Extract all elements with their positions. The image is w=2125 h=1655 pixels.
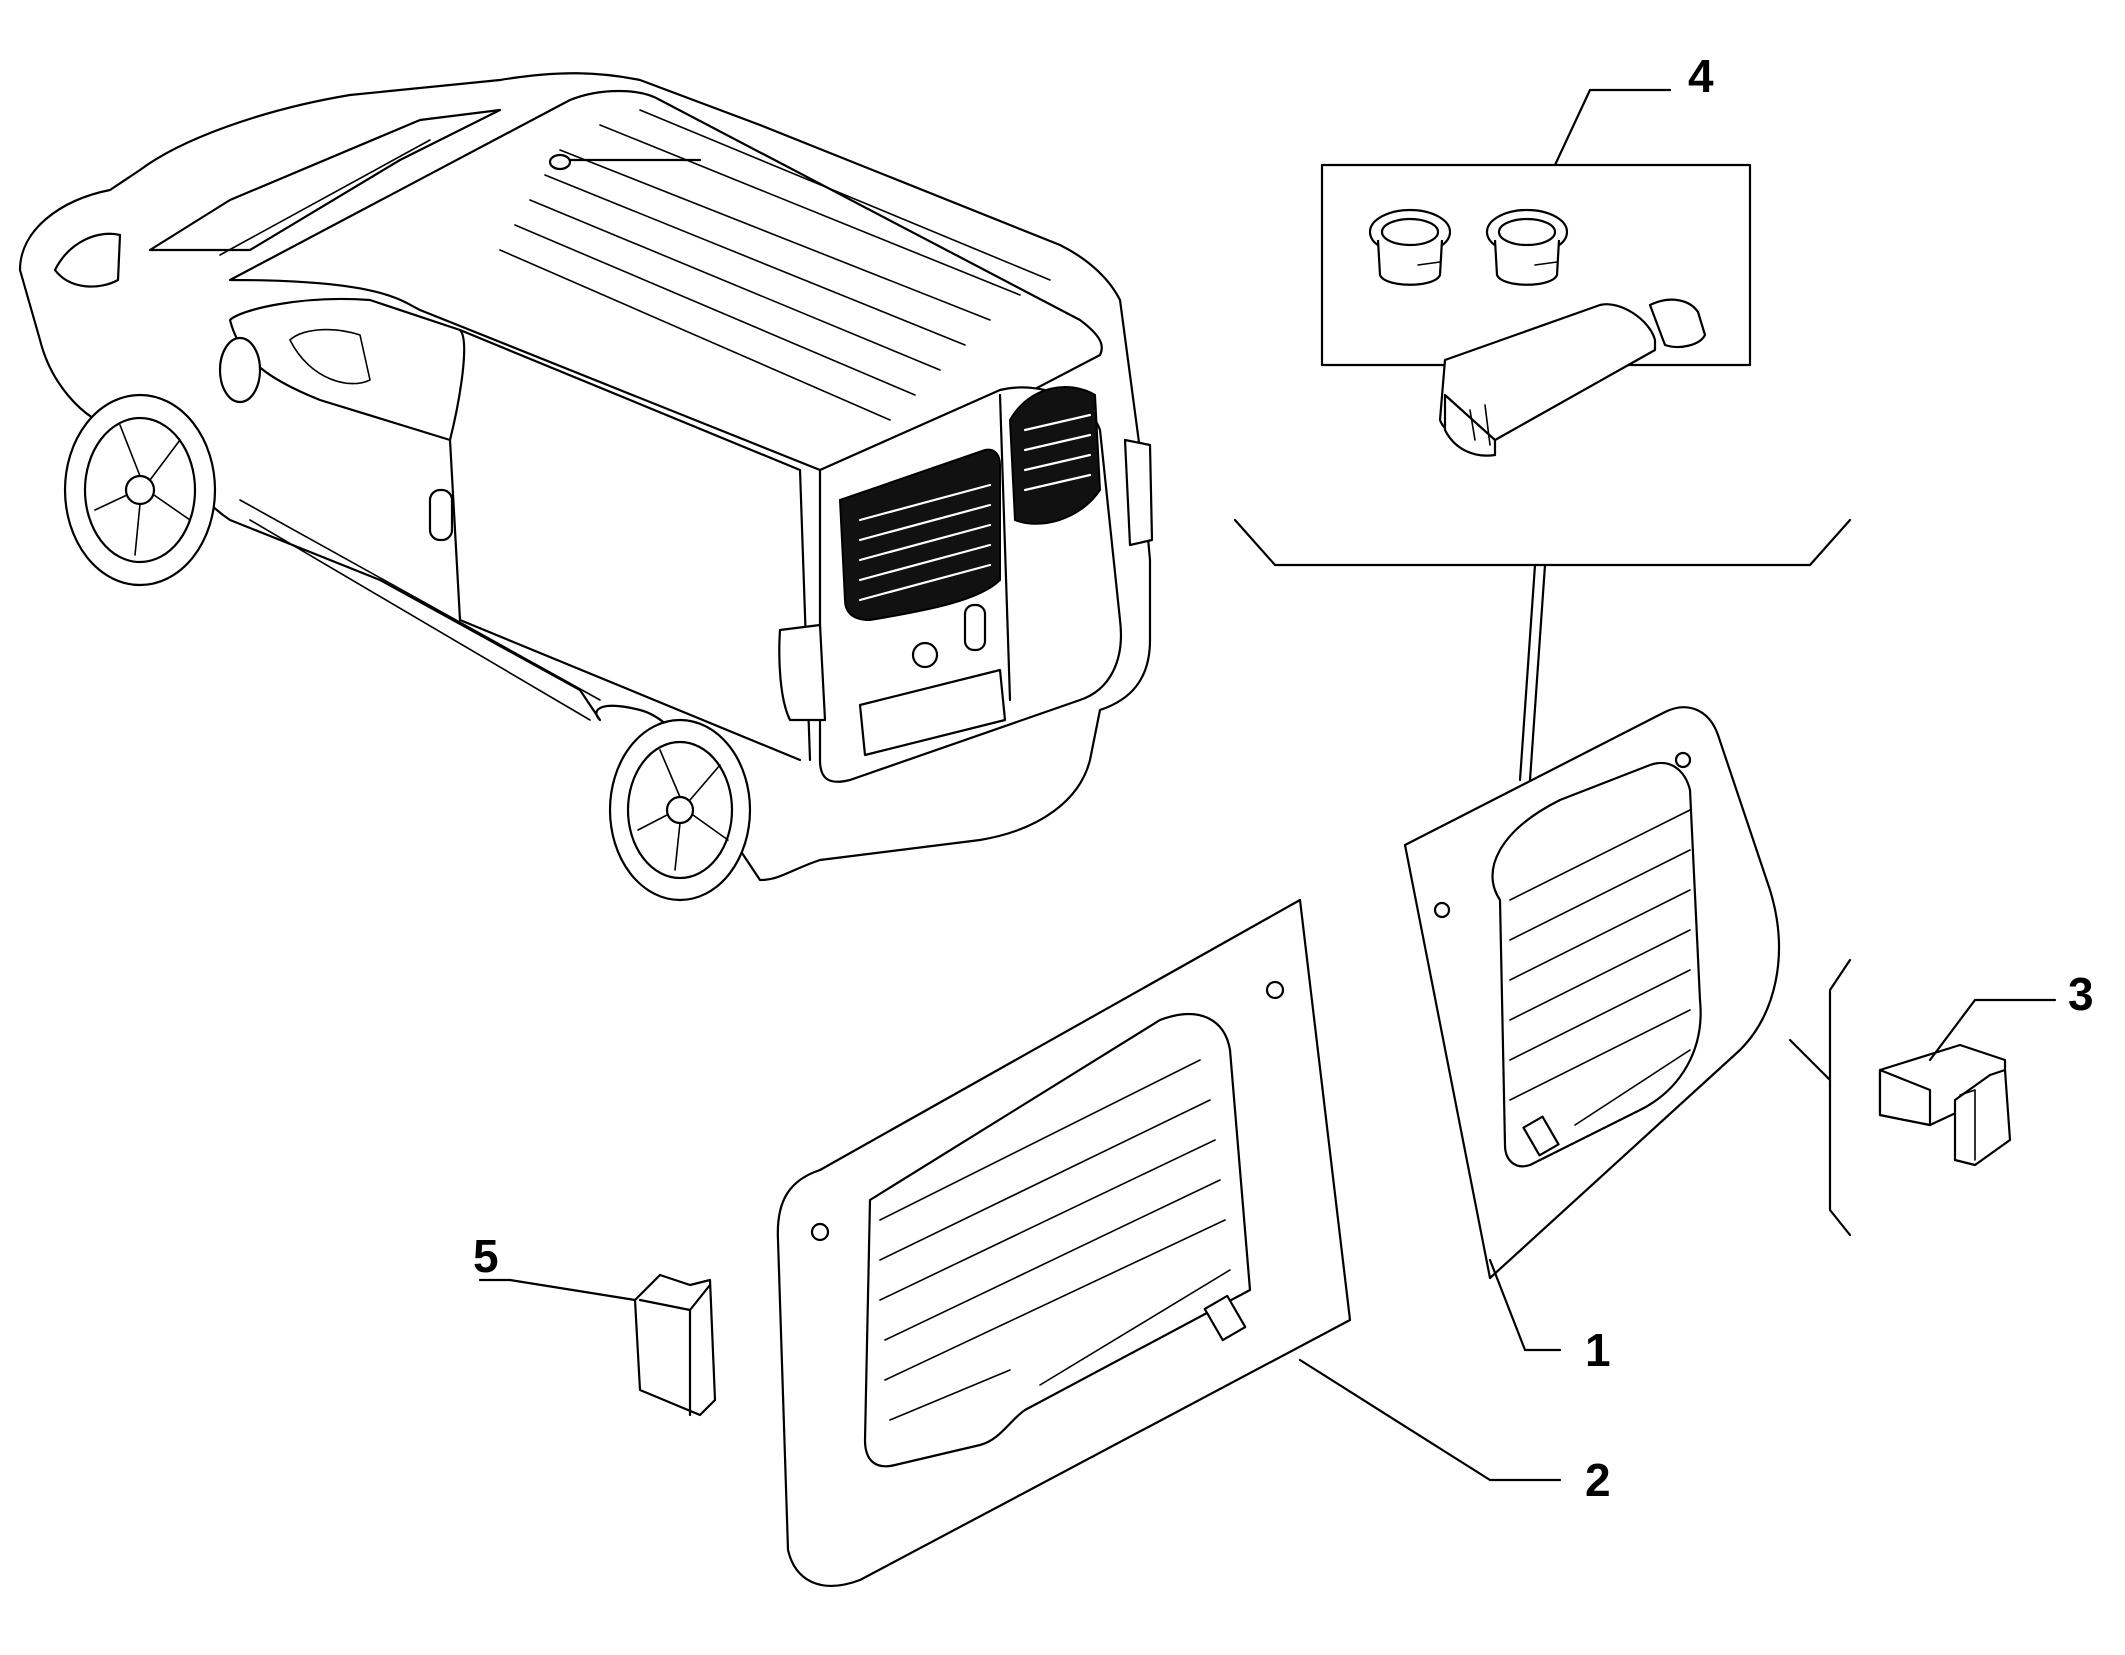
spacer-part-5 [478,1273,717,1417]
clip-part-3 [1788,958,2057,1237]
callout-label-2: 2 [1585,1454,1611,1506]
rear-door-glass-left-part-2 [776,898,1562,1587]
plug-cap-icon [1485,208,1569,286]
plug-cap-icon [1368,208,1452,286]
grouping-bracket [1233,518,1852,782]
kit-box-part-4 [1320,88,1752,457]
callout-label-1: 1 [1585,1324,1611,1376]
callout-label-5: 5 [473,1230,499,1282]
callout-label-3: 3 [2068,968,2094,1020]
adhesive-tube-icon [1438,298,1707,457]
callout-label-4: 4 [1688,50,1714,102]
van-illustration [18,72,1154,902]
rear-door-glass-right-part-1 [1403,706,1781,1352]
